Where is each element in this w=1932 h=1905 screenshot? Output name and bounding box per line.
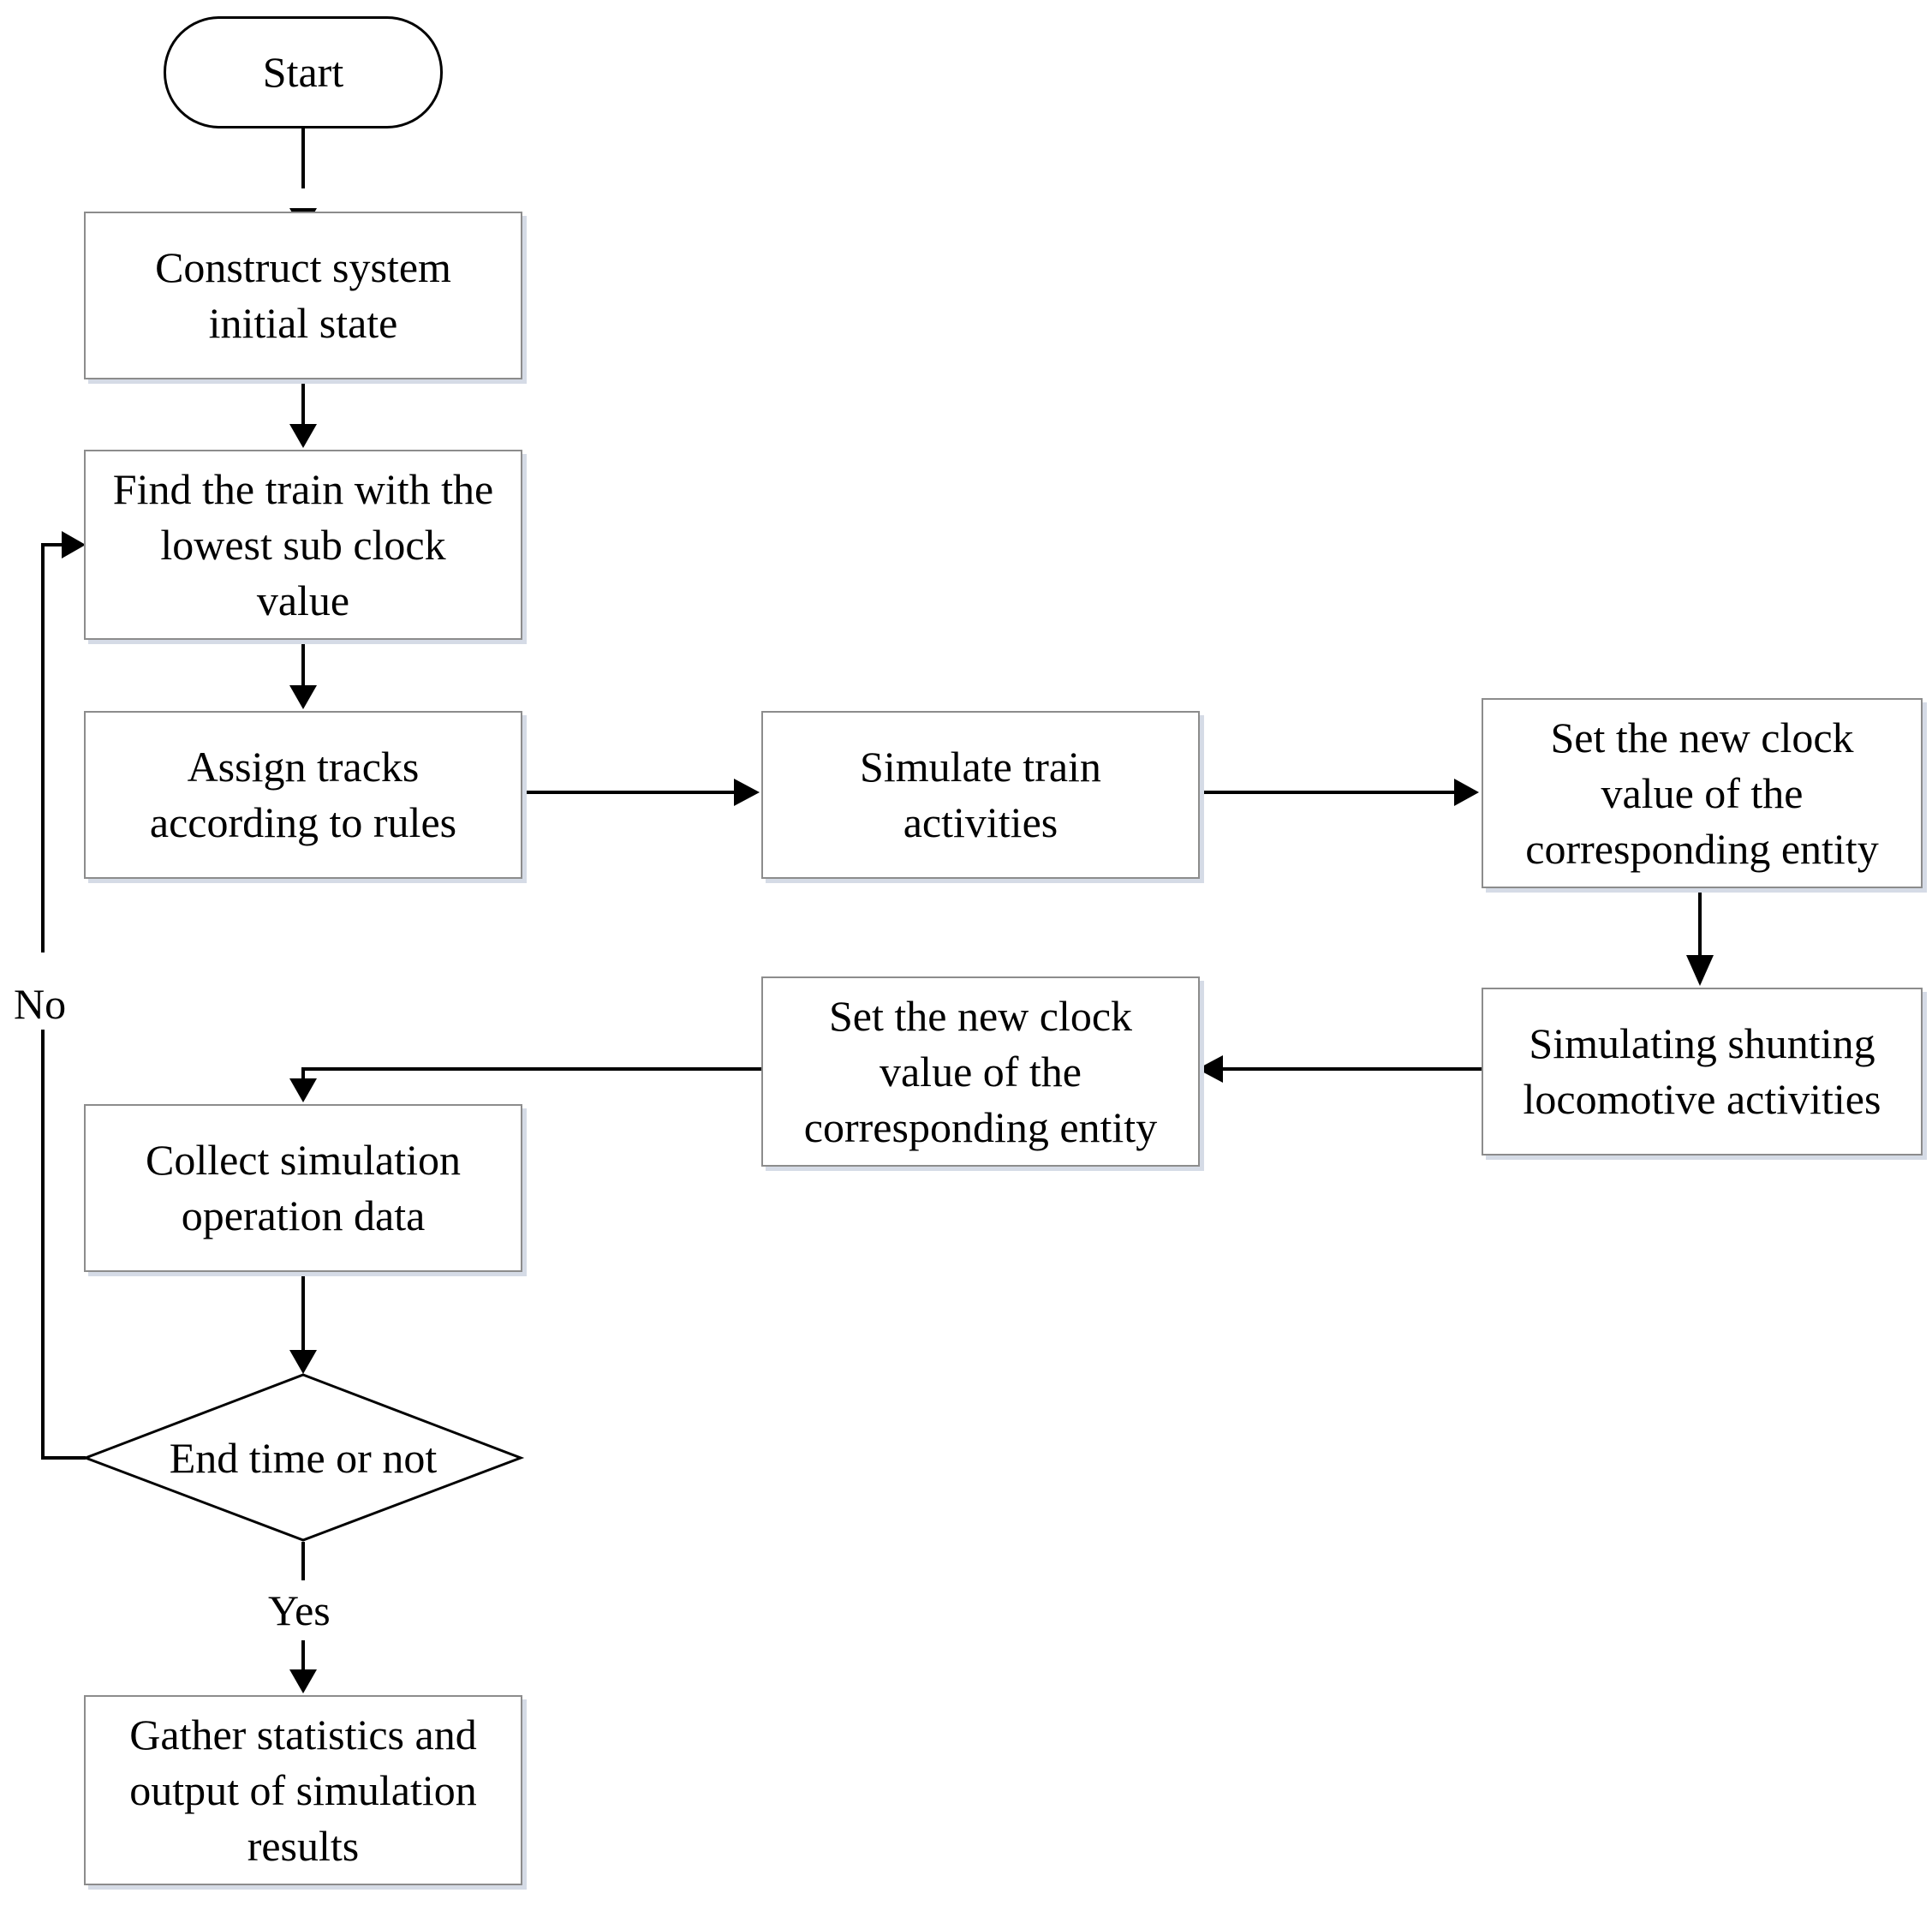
set-new-clock-label-2: Set the new clock value of the correspon… <box>803 991 1158 1151</box>
gather-statistics-box: Gather statistics and output of simulati… <box>84 1695 522 1885</box>
arrowhead <box>289 424 317 448</box>
find-lowest-clock-train-box: Find the train with the lowest sub clock… <box>84 450 522 640</box>
construct-initial-state-label: Construct system initial state <box>155 243 451 347</box>
gather-statistics-label: Gather statistics and output of simulati… <box>129 1710 477 1870</box>
edge-label-yes: Yes <box>265 1585 334 1636</box>
construct-initial-state-box: Construct system initial state <box>84 212 522 379</box>
set-new-clock-label-1: Set the new clock value of the correspon… <box>1525 713 1879 873</box>
arrowhead <box>289 1669 317 1693</box>
assign-tracks-label: Assign tracks according to rules <box>149 743 457 846</box>
arrowhead <box>289 685 317 709</box>
start-terminal: Start <box>164 16 443 128</box>
arrowhead <box>734 779 760 806</box>
simulate-train-activities-box: Simulate train activities <box>761 711 1200 879</box>
set-new-clock-box-2: Set the new clock value of the correspon… <box>761 976 1200 1167</box>
arrowhead <box>1686 955 1714 986</box>
simulate-shunting-box: Simulating shunting locomotive activitie… <box>1482 988 1923 1156</box>
find-lowest-clock-train-label: Find the train with the lowest sub clock… <box>112 464 494 624</box>
collect-data-box: Collect simulation operation data <box>84 1104 522 1272</box>
simulate-shunting-label: Simulating shunting locomotive activitie… <box>1523 1019 1881 1123</box>
arrow-decision-no-loop <box>41 1013 86 1460</box>
arrowhead <box>62 531 86 558</box>
decision-text-wrap: End time or not <box>86 1424 521 1492</box>
simulate-train-activities-label: Simulate train activities <box>860 743 1101 846</box>
decision-diamond <box>81 1373 525 1542</box>
arrow-set-clock-2-to-collect <box>301 1067 761 1088</box>
start-label: Start <box>262 48 344 96</box>
arrowhead <box>289 1078 317 1102</box>
arrowhead <box>1197 1055 1223 1083</box>
collect-data-label: Collect simulation operation data <box>145 1136 462 1239</box>
set-new-clock-box-1: Set the new clock value of the correspon… <box>1482 698 1923 888</box>
edge-label-no: No <box>10 978 70 1030</box>
arrow-decision-no-loop-upper <box>41 543 65 952</box>
decision-label: End time or not <box>169 1433 438 1482</box>
arrowhead <box>289 1350 317 1374</box>
arrowhead <box>1454 779 1479 806</box>
assign-tracks-box: Assign tracks according to rules <box>84 711 522 879</box>
